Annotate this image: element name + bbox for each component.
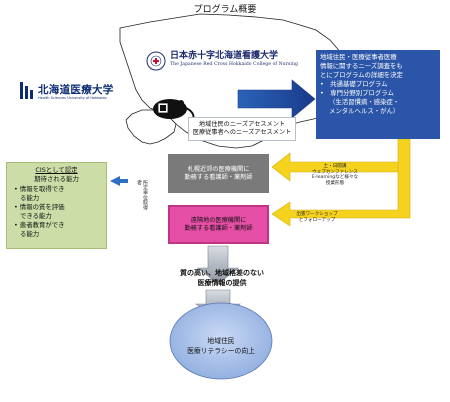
red-cross-seal-logo: [146, 51, 166, 71]
computer-network-icon: [153, 99, 195, 123]
needs-line-2: 医療従事者へのニーズアセスメント: [192, 129, 292, 136]
delivery-line-1: 土・日開講: [323, 164, 347, 169]
workshop-label: 出張ワークショップ とフォローアップ: [282, 212, 352, 223]
survey-bullet-special-b: メンタルヘルス・がん）: [329, 107, 400, 115]
quality-info-label: 質の高い、地域格差のない 医療情報の提供: [152, 268, 292, 288]
survey-bullet-special: • 専門分野別プログラム: [320, 89, 394, 97]
yellow-arrow-to-sapporo: [271, 152, 399, 182]
page-title: プログラム概要: [193, 5, 257, 15]
cis-subheader: 期待される能力: [34, 175, 79, 183]
arrow-to-survey: [237, 79, 316, 119]
survey-line-2: 情報に関するニーズ調査をも: [320, 62, 403, 70]
literacy-line-1: 地域住民: [207, 337, 235, 345]
nrc-name-en: The Japanese Red Cross Hokkaido College …: [170, 62, 298, 67]
delivery-line-3: E-learningなど様々な: [311, 175, 359, 181]
sapporo-staff-box: 札幌近郊の医療機関に 勤務する看護師・薬剤師: [168, 154, 269, 193]
survey-line-3: とにプログラムの詳細を決定: [320, 71, 403, 79]
delivery-line-2: ウェブカンファレンス: [312, 169, 358, 175]
nrc-name-jp: 日本赤十字北海道看護大学: [170, 51, 279, 61]
hiu-name-jp: 北海道医療大学: [38, 84, 114, 96]
delivery-methods-label: 土・日開講 ウェブカンファレンス E-learningなど様々な 授業形態: [300, 164, 370, 186]
hiu-name-en: Health Sciences University of Hokkaido: [38, 96, 107, 100]
down-arrow-quality: [197, 245, 239, 285]
needs-line-1: 地域住民のニーズアセスメント: [198, 121, 286, 128]
sapporo-line-1: 札幌近郊の医療機関に: [187, 166, 250, 173]
literacy-line-2: 医療リテラシーの向上: [187, 347, 255, 355]
needs-assessment-box: 地域住民のニーズアセスメント 医療従事者へのニーズアセスメント: [188, 117, 296, 141]
survey-line-1: 地域住民・医療従事者医療: [320, 53, 397, 61]
workshop-line-2: とフォローアップ: [298, 217, 336, 223]
remote-line-1: 遠隔地の医療機関に: [190, 217, 247, 224]
cis-item-1b: る能力: [20, 194, 40, 202]
yellow-flow-arrow: [271, 138, 411, 227]
delivery-line-4: 授業形態: [325, 180, 345, 186]
cis-item-3a: • 患者教育ができ: [14, 221, 65, 229]
arrow-to-cis: [110, 176, 128, 186]
survey-bullet-special-a: （生活習慣病・感染症・: [329, 98, 400, 106]
quality-line-1: 質の高い、地域格差のない: [180, 269, 264, 277]
remote-staff-box: 遠隔地の医療機関に 勤務する看護師・薬剤師: [168, 205, 269, 244]
literacy-label: 地域住民 医療リテラシーの向上: [176, 336, 266, 356]
sapporo-line-2: 勤務する看護師・薬剤師: [184, 174, 253, 181]
literacy-ellipse: [169, 302, 273, 380]
cis-header: CISとして認定: [35, 166, 78, 174]
cis-item-1a: • 情報を取得でき: [14, 185, 65, 193]
cis-item-2a: • 情報の質を評価: [14, 203, 65, 211]
credit-earners-label: 所定単位取得者: [136, 180, 148, 210]
cis-item-2b: できる能力: [20, 212, 52, 220]
survey-bullet-common: • 共通基礎プログラム: [320, 80, 388, 88]
southwest-peninsula: [125, 109, 177, 145]
remote-line-2: 勤務する看護師・薬剤師: [184, 225, 253, 232]
workshop-line-1: 出張ワークショップ: [296, 212, 338, 217]
cis-item-3b: る能力: [20, 230, 40, 238]
cis-competencies-box: CISとして認定 期待される能力 • 情報を取得でき る能力 • 情報の質を評価…: [6, 162, 107, 249]
quality-line-2: 医療情報の提供: [197, 279, 247, 287]
hiu-logo-mark: [20, 82, 33, 99]
survey-program-box: 地域住民・医療従事者医療 情報に関するニーズ調査をも とにプログラムの詳細を決定…: [316, 50, 440, 139]
